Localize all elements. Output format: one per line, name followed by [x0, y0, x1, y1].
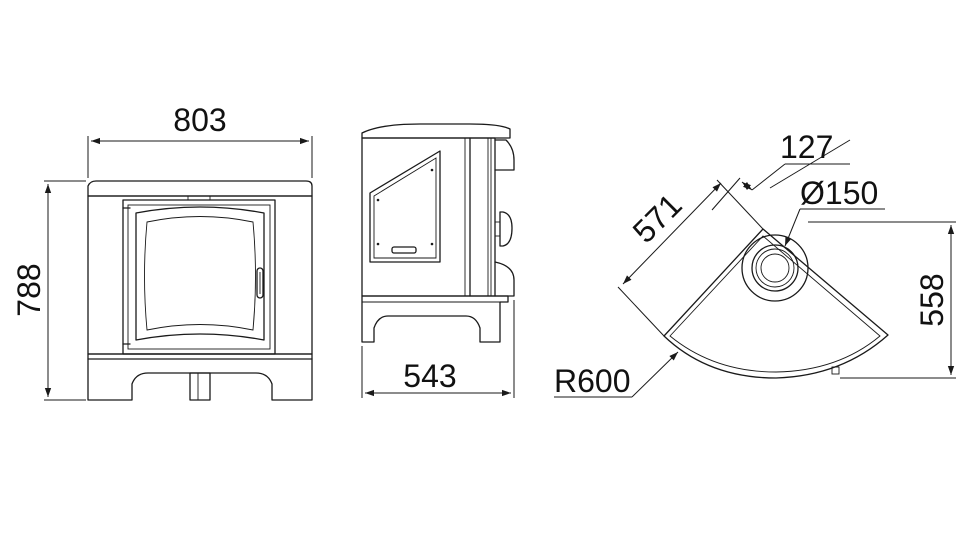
radius-leader: R600: [554, 351, 679, 399]
corner-height-label: 558: [914, 273, 950, 326]
side-vent-slot: [391, 246, 417, 254]
flue-diameter-leader: Ø150: [784, 175, 885, 247]
top-vent-slot: [187, 195, 211, 201]
side-view: [361, 123, 515, 343]
width-dimension: 803: [87, 102, 313, 178]
depth-dimension: 543: [361, 300, 515, 398]
height-label: 788: [11, 263, 47, 316]
height-dimension: 788: [11, 180, 86, 401]
front-view: [87, 180, 313, 401]
side-body: [361, 137, 471, 297]
flue-outlet-icon: [741, 234, 809, 302]
offset-dimension: 127: [711, 129, 851, 211]
front-door-frame: [122, 199, 276, 355]
width-label: 803: [173, 102, 226, 138]
door-handle-icon: [256, 267, 264, 299]
side-panel: [369, 150, 441, 263]
corner-width-dimension: 571: [617, 179, 764, 337]
front-top-plate: [87, 180, 313, 197]
corner-height-dimension: 558: [808, 221, 956, 379]
offset-label: 127: [780, 129, 833, 165]
flue-diameter-label: Ø150: [800, 175, 878, 211]
front-glass-window: [135, 206, 265, 341]
side-flue-collar: [494, 139, 515, 171]
depth-label: 543: [403, 358, 456, 394]
side-handle-icon: [495, 211, 513, 247]
top-view: [663, 228, 889, 379]
top-view-outline: [663, 228, 889, 379]
radius-label: R600: [554, 363, 631, 399]
front-body: [87, 195, 313, 355]
side-base: [361, 295, 509, 343]
side-top-plate: [361, 123, 511, 139]
front-base: [87, 353, 313, 401]
corner-width-label: 571: [626, 187, 689, 250]
